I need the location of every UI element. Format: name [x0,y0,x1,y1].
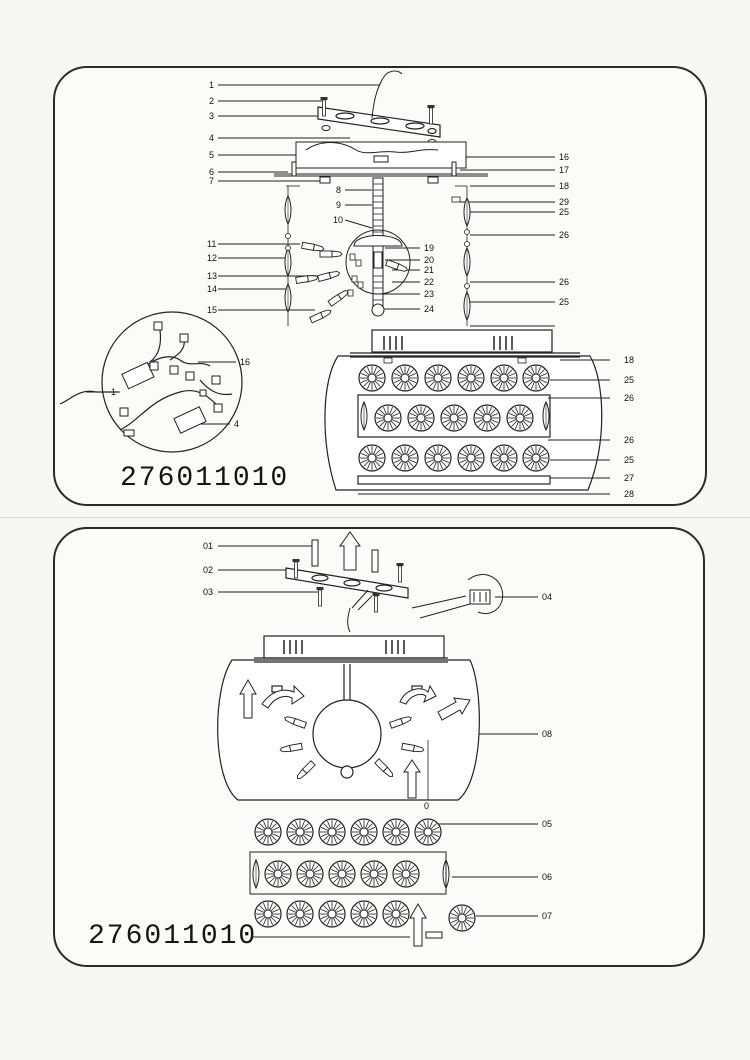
callout-06: 06 [542,872,553,882]
detail-callout-16: 16 [240,357,251,367]
fold-line [0,517,750,518]
callout-03: 03 [203,587,214,597]
callout-18: 18 [559,181,570,191]
marker-zero: 0 [424,801,430,811]
callout-25: 25 [559,207,570,217]
callout-4: 4 [209,133,215,143]
detail-callout-4: 4 [234,419,240,429]
callout-13: 13 [207,271,218,281]
callout-26: 26 [559,230,570,240]
central-tube [345,177,411,317]
callout-05: 05 [542,819,553,829]
ceiling-bracket-bottom [285,567,409,599]
model-number-top: 276011010 [120,463,290,494]
assembly-callout-18: 18 [624,355,635,365]
callout-11: 11 [207,239,217,249]
callout-12: 12 [207,253,218,263]
callout-02: 02 [203,565,214,575]
model-number-bottom: 276011010 [88,921,258,952]
assembly-leaders [358,359,610,495]
callout-8: 8 [336,185,342,195]
detail-callout-1: 1 [111,387,117,397]
assembly-callout-27: 27 [624,473,635,483]
callout-21: 21 [424,265,435,275]
callout-14: 14 [207,284,218,294]
assembly-callout-25b: 25 [624,455,635,465]
assembly-callout-25: 25 [624,375,635,385]
ceiling-bracket [317,106,441,138]
wire-detail-bottom [411,574,504,619]
heatsink-fins [383,336,513,350]
assembly-callout-26: 26 [624,393,635,403]
direction-arrows [239,678,471,947]
canopy-plate [274,141,488,184]
wiring-detail [59,311,243,453]
callout-5: 5 [209,150,215,160]
callout-2: 2 [209,96,215,106]
assembly-callout-26b: 26 [624,435,635,445]
callout-26b: 26 [559,277,570,287]
top-leader-lines [218,84,555,327]
callout-23: 23 [424,289,435,299]
callout-08: 08 [542,729,553,739]
callout-07: 07 [542,911,553,921]
callout-17: 17 [559,165,570,175]
callout-15: 15 [207,305,218,315]
callout-3: 3 [209,111,215,121]
callout-10: 10 [333,215,344,225]
assembly-callout-28: 28 [624,489,635,499]
callout-1: 1 [209,80,215,90]
callout-9: 9 [336,200,342,210]
callout-16: 16 [559,152,570,162]
callout-04: 04 [542,592,553,602]
callout-24: 24 [424,304,435,314]
callout-01: 01 [203,541,214,551]
callout-22: 22 [424,277,435,287]
rosette-rows-bottom [252,818,476,932]
callout-25b: 25 [559,297,570,307]
callout-7: 7 [209,176,215,186]
callout-6: 6 [209,167,215,177]
callout-19: 19 [424,243,435,253]
callout-20: 20 [424,255,435,265]
callout-29: 29 [559,197,570,207]
